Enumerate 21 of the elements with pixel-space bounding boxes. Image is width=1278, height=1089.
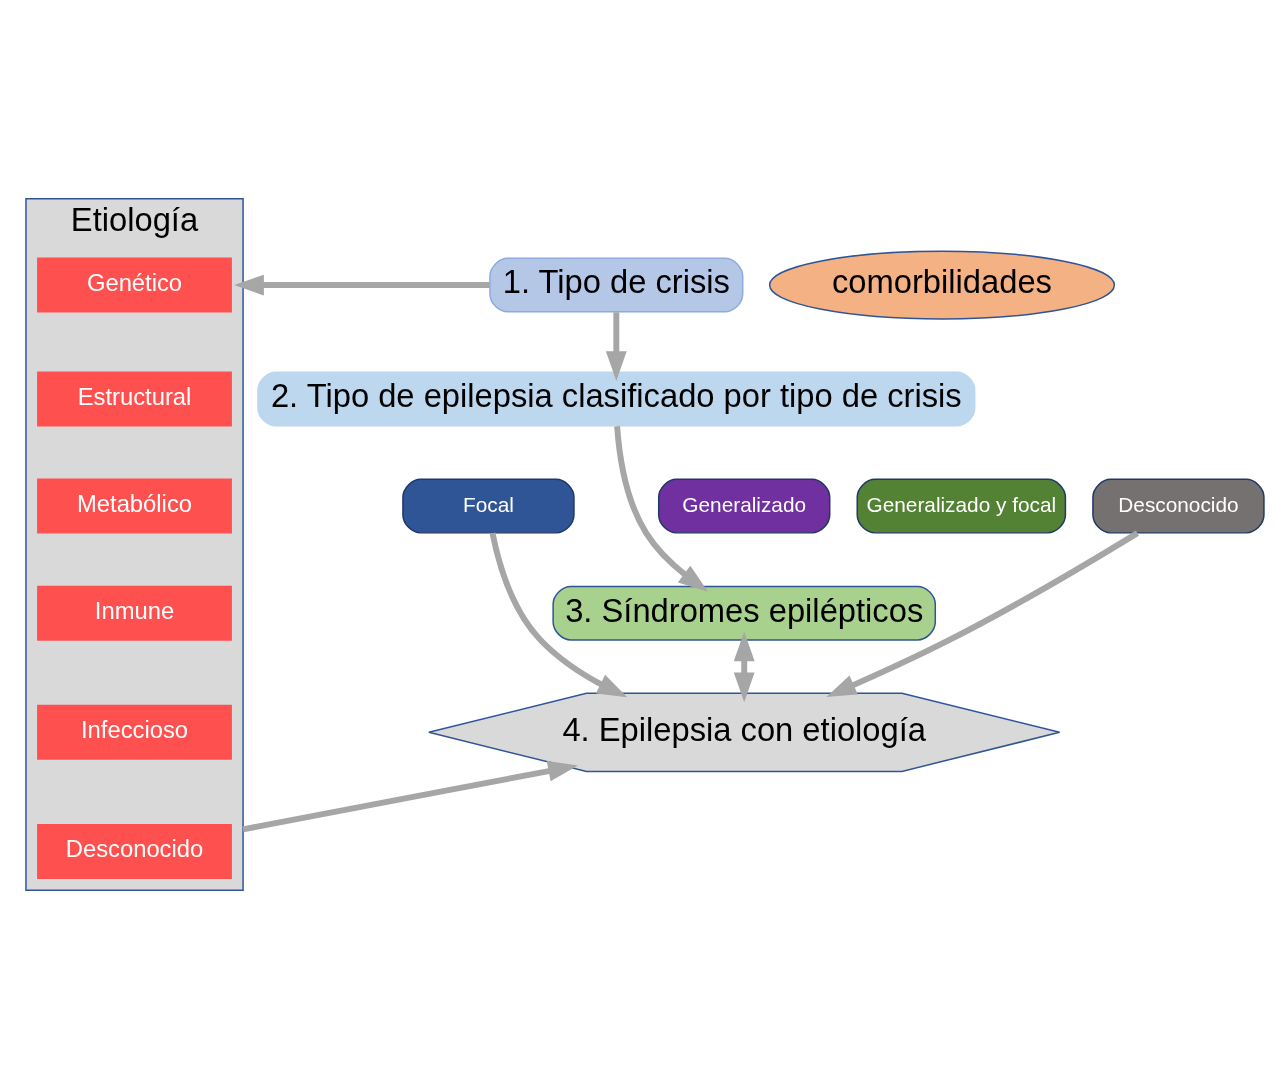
node-box: Desconocido <box>1092 478 1265 534</box>
arrow <box>733 631 755 703</box>
node-ellipse: comorbilidades <box>768 250 1116 320</box>
node-box: Metabólico <box>37 478 232 534</box>
arrow <box>234 274 490 296</box>
node-box: Inmune <box>37 585 232 641</box>
node-box: Desconocido <box>37 823 232 879</box>
node-box: Estructural <box>37 371 232 427</box>
arrow <box>605 312 627 381</box>
node-box: 3. Síndromes epilépticos <box>552 585 937 641</box>
arrow <box>614 426 709 592</box>
node-box: 1. Tipo de crisis <box>489 257 744 313</box>
arrow <box>242 760 578 833</box>
node-box: Generalizado y focal <box>856 478 1067 534</box>
node-box: Genético <box>37 257 232 313</box>
node-box: 2. Tipo de epilepsia clasificado por tipo de crisis <box>257 371 976 427</box>
node-box: Generalizado <box>657 478 831 534</box>
arrow <box>826 530 1139 697</box>
node-box: Infeccioso <box>37 704 232 760</box>
arrow <box>489 532 628 698</box>
node-box: Focal <box>402 478 575 534</box>
